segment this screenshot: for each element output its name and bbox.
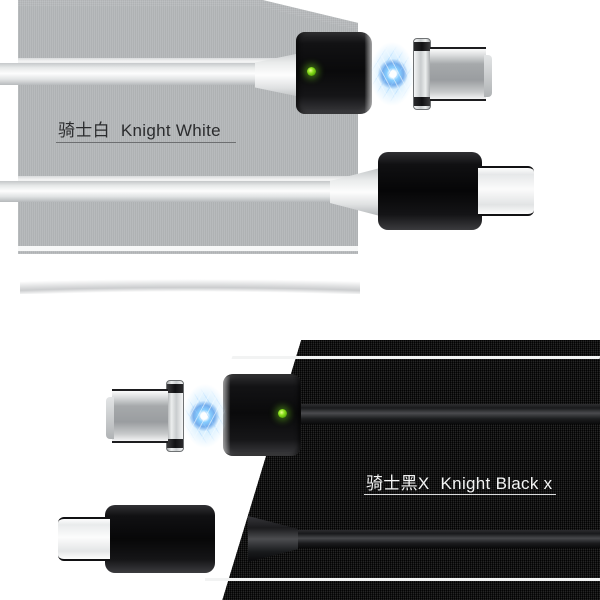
tip-band-top [167, 384, 183, 393]
variant-label-cn: 骑士黑X [366, 474, 430, 493]
tip-band-bottom [167, 439, 183, 448]
panel-stripe-line [18, 176, 358, 185]
variant-label-underline [364, 494, 556, 495]
panel-stripe-line [231, 356, 600, 359]
black-cable-lower [288, 530, 600, 548]
usb-c-plug-white-variant [478, 166, 534, 216]
usb-c-connector-housing-black-variant [105, 505, 215, 573]
variant-label-en: Knight White [120, 121, 221, 140]
usb-c-plug-black-variant [58, 517, 110, 561]
panel-stripe-line [18, 58, 358, 66]
usb-c-magnetic-tip-flange-black [166, 380, 184, 452]
variant-panel-knight-white: 骑士白 Knight White [0, 0, 600, 300]
magnetic-attraction-spark-icon [183, 380, 227, 452]
tip-band-top [414, 42, 430, 51]
usb-c-magnetic-tip-flange-white [413, 38, 431, 110]
variant-label-knight-black-x: 骑士黑X Knight Black x [366, 469, 552, 494]
charging-led-indicator-icon [307, 67, 316, 76]
panel-drop-shadow [20, 248, 360, 294]
usb-c-magnetic-tip-body-black [106, 389, 168, 443]
variant-label-cn: 骑士白 [58, 121, 110, 140]
variant-label-underline [56, 142, 236, 143]
panel-stripe-line [205, 578, 600, 581]
variant-label-knight-white: 骑士白 Knight White [58, 116, 221, 141]
magnetic-connector-head-black [223, 374, 301, 456]
variant-label-en: Knight Black x [440, 474, 553, 493]
usb-c-connector-housing-white-variant [378, 152, 482, 230]
tip-band-bottom [414, 97, 430, 106]
white-cable-lower [0, 181, 350, 202]
charging-led-indicator-icon [278, 409, 287, 418]
black-cable-upper [268, 404, 600, 424]
usb-c-magnetic-tip-body-white [430, 47, 492, 101]
magnetic-attraction-spark-icon [370, 38, 414, 110]
white-cable-upper [0, 63, 300, 85]
